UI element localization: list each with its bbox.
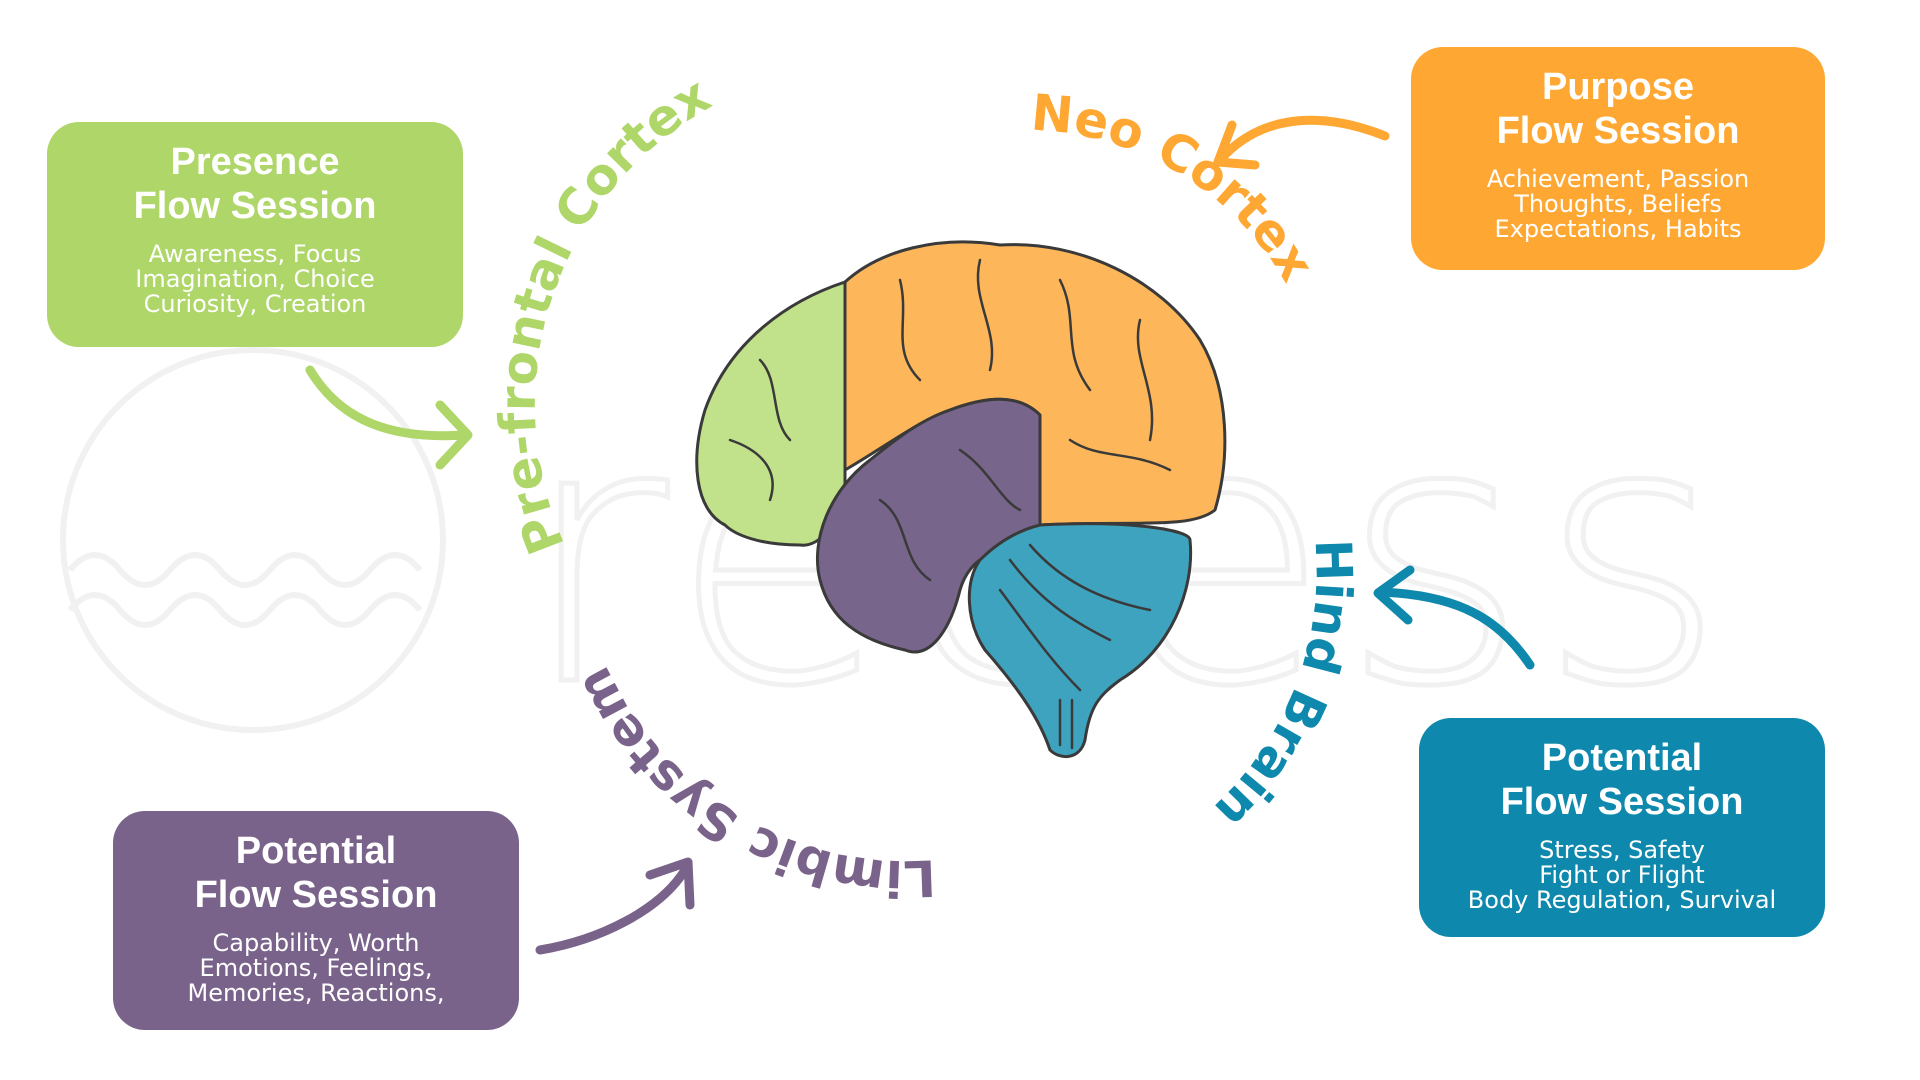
card-items: Stress, Safety Fight or Flight Body Regu… <box>1419 838 1825 913</box>
card-item: Imagination, Choice <box>135 265 375 293</box>
card-items: Awareness, Focus Imagination, Choice Cur… <box>47 242 463 317</box>
card-title-line1: Potential <box>235 830 397 872</box>
card-title-line2: Flow Session <box>133 185 377 227</box>
card-title-line2: Flow Session <box>1496 110 1740 152</box>
card-item: Awareness, Focus <box>148 240 362 268</box>
card-items: Capability, Worth Emotions, Feelings, Me… <box>113 931 519 1006</box>
brain-fold <box>758 358 792 442</box>
card-item: Emotions, Feelings, <box>199 954 433 982</box>
limbic-potential-flow-session-card: Potential Flow Session Capability, Worth… <box>113 811 519 1030</box>
card-title-line1: Purpose <box>1541 66 1695 108</box>
brain-prefrontal-region <box>695 280 847 547</box>
brain-fold <box>1028 543 1152 612</box>
card-title: Purpose Flow Session <box>1411 65 1825 153</box>
watermark-wave-bottom <box>67 592 423 628</box>
brain-fold <box>1008 558 1112 642</box>
card-item: Capability, Worth <box>212 929 420 957</box>
watermark-wave-top <box>67 552 423 588</box>
card-item: Memories, Reactions, <box>187 979 445 1007</box>
label-hind-brain: Hind Brain <box>1204 538 1363 840</box>
brain-fold <box>1068 438 1172 472</box>
card-title: Presence Flow Session <box>47 140 463 228</box>
card-title-line1: Presence <box>170 141 340 183</box>
arrow-head-purpose <box>1213 120 1260 170</box>
arrow-limbic-to-label <box>535 865 690 955</box>
card-item: Curiosity, Creation <box>143 290 367 318</box>
brain-fold <box>898 278 922 382</box>
hind-potential-flow-session-card: Potential Flow Session Stress, Safety Fi… <box>1419 718 1825 937</box>
brain-fold <box>998 588 1082 692</box>
card-title-line2: Flow Session <box>1500 781 1744 823</box>
brain-fold <box>878 498 932 582</box>
brain-fold <box>958 448 1022 512</box>
arrow-head-presence <box>435 400 473 470</box>
arrow-purpose-to-neocortex <box>1215 115 1390 165</box>
card-title: Potential Flow Session <box>1419 736 1825 824</box>
card-title-line2: Flow Session <box>194 874 438 916</box>
card-items: Achievement, Passion Thoughts, Beliefs E… <box>1411 167 1825 242</box>
card-item: Stress, Safety <box>1539 836 1705 864</box>
purpose-flow-session-card: Purpose Flow Session Achievement, Passio… <box>1411 47 1825 270</box>
arrow-hind-to-label <box>1375 587 1535 670</box>
card-item: Thoughts, Beliefs <box>1514 190 1722 218</box>
card-item: Expectations, Habits <box>1494 215 1742 243</box>
label-prefrontal-cortex: Pre-frontal Cortex <box>489 66 720 562</box>
card-title: Potential Flow Session <box>113 829 519 917</box>
brain-fold <box>1058 278 1092 392</box>
card-title-line1: Potential <box>1541 737 1703 779</box>
brain-fold <box>1136 318 1154 442</box>
brain-limbic-region <box>815 397 1042 654</box>
label-neo-cortex: Neo Cortex <box>1029 83 1326 290</box>
brain-fold <box>728 438 774 502</box>
brain-hind-region <box>967 522 1193 759</box>
card-item: Body Regulation, Survival <box>1467 886 1777 914</box>
presence-flow-session-card: Presence Flow Session Awareness, Focus I… <box>47 122 463 347</box>
label-limbic-system: Limbic System <box>564 658 937 907</box>
arrow-presence-to-prefrontal <box>305 365 470 441</box>
watermark-circle <box>60 347 446 733</box>
arrow-head-hind <box>1373 565 1415 625</box>
card-item: Fight or Flight <box>1539 861 1705 889</box>
arrow-head-limbic <box>645 857 695 910</box>
card-item: Achievement, Passion <box>1486 165 1750 193</box>
brain-fold <box>976 258 994 372</box>
